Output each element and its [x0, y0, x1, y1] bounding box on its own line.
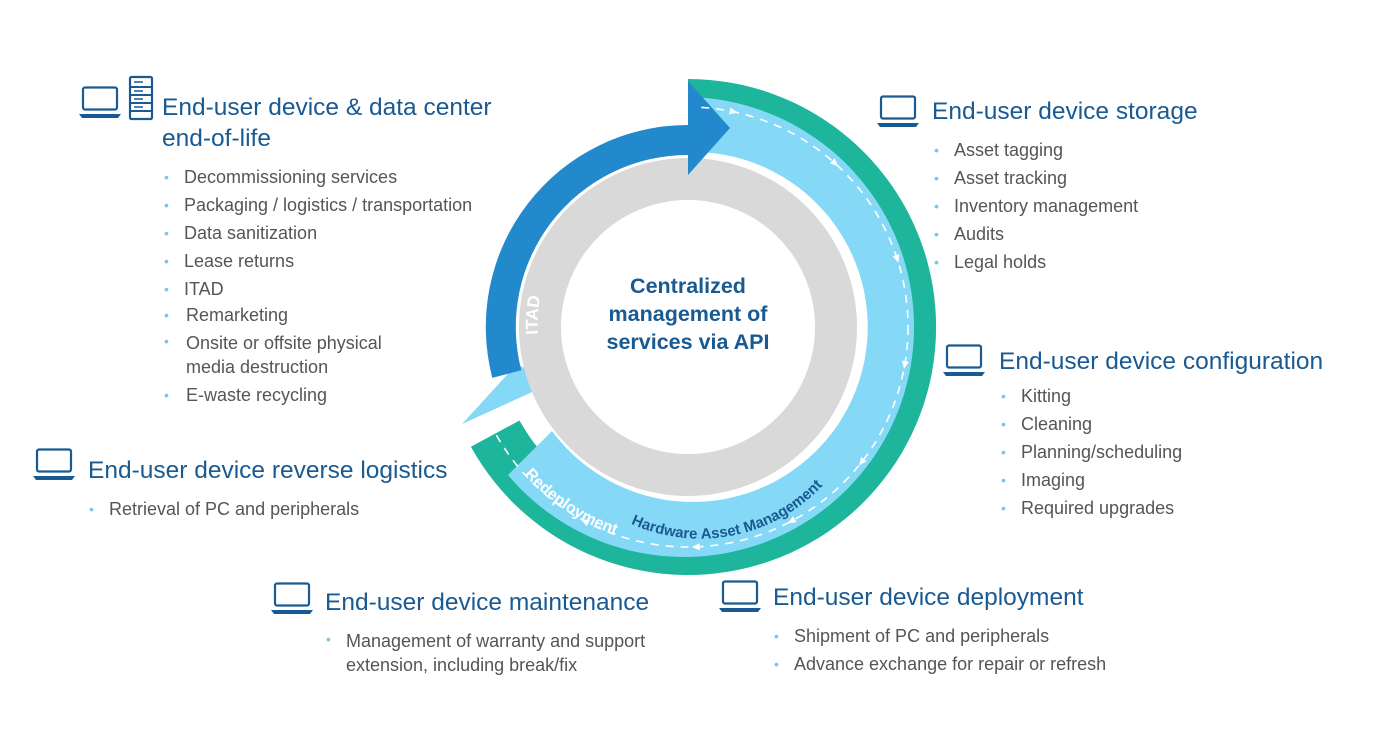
list-item: Management of warranty and support exten… — [326, 627, 646, 679]
sub-list-item: Remarketing — [164, 301, 472, 329]
list-item: Imaging — [1001, 466, 1182, 494]
list-item: Retrieval of PC and peripherals — [89, 495, 359, 523]
item-list: Kitting Cleaning Planning/scheduling Ima… — [1001, 382, 1182, 522]
inner-ring — [519, 158, 857, 496]
dashed-arrow-head — [691, 543, 700, 551]
item-list: Decommissioning services Packaging / log… — [164, 163, 472, 409]
section-title-line: End-user device & data center — [162, 94, 492, 121]
itad-arc-label: ITAD — [523, 294, 545, 335]
list-item: Packaging / logistics / transportation — [164, 191, 472, 219]
item-list: Asset tagging Asset tracking Inventory m… — [934, 136, 1138, 276]
list-item-label: ITAD — [184, 279, 224, 299]
item-list: Retrieval of PC and peripherals — [89, 495, 359, 523]
laptop-icon — [719, 580, 761, 612]
server-rack-icon — [128, 75, 154, 121]
list-item: Shipment of PC and peripherals — [774, 622, 1106, 650]
list-item: ITAD Remarketing Onsite or offsite physi… — [164, 275, 472, 409]
section-title: End-user device deployment — [773, 584, 1084, 611]
center-label-line: Centralized — [630, 274, 746, 298]
laptop-icon — [271, 582, 313, 614]
list-item: Cleaning — [1001, 410, 1182, 438]
sub-item-list: Remarketing Onsite or offsite physical m… — [164, 301, 472, 409]
list-item: Audits — [934, 220, 1138, 248]
hardware-asset-management-band — [508, 97, 915, 557]
laptop-icon — [79, 86, 121, 118]
center-label-line: management of — [608, 302, 768, 326]
sub-list-item: E-waste recycling — [164, 381, 472, 409]
dashed-arrow-head — [901, 360, 909, 370]
laptop-icon — [877, 95, 919, 127]
list-item: Asset tracking — [934, 164, 1138, 192]
itad-arrow — [485, 81, 730, 378]
list-item: Data sanitization — [164, 219, 472, 247]
center-label-line: services via API — [606, 330, 770, 354]
dashed-arrow-head — [892, 254, 900, 263]
dashed-arrow-heads — [581, 107, 909, 551]
list-item: Legal holds — [934, 248, 1138, 276]
dashed-arrow-head — [581, 519, 590, 527]
list-item: Advance exchange for repair or refresh — [774, 650, 1106, 678]
dashed-arrow-head — [858, 457, 867, 466]
section-title: End-user device maintenance — [325, 589, 650, 616]
section-title: End-user device configuration — [999, 348, 1324, 375]
laptop-icon — [33, 448, 75, 480]
dashed-arrow-head — [829, 158, 839, 167]
dashed-arrow-head — [787, 516, 797, 524]
laptop-icon — [943, 344, 985, 376]
list-item: Kitting — [1001, 382, 1182, 410]
section-title: End-user device storage — [932, 98, 1198, 125]
list-item: Planning/scheduling — [1001, 438, 1182, 466]
section-title-line: end-of-life — [162, 125, 271, 152]
section-title: End-user device reverse logistics — [88, 457, 448, 484]
list-item: Lease returns — [164, 247, 472, 275]
item-list: Shipment of PC and peripherals Advance e… — [774, 622, 1106, 678]
center-label: Centralized management of services via A… — [575, 272, 801, 356]
dashed-arrow-head — [729, 107, 738, 115]
sub-list-item: Onsite or offsite physical media destruc… — [164, 329, 418, 381]
list-item: Asset tagging — [934, 136, 1138, 164]
item-list: Management of warranty and support exten… — [326, 627, 646, 679]
list-item: Inventory management — [934, 192, 1138, 220]
section-title: End-user device & data center end-of-lif… — [162, 92, 492, 154]
list-item: Decommissioning services — [164, 163, 472, 191]
list-item: Required upgrades — [1001, 494, 1182, 522]
